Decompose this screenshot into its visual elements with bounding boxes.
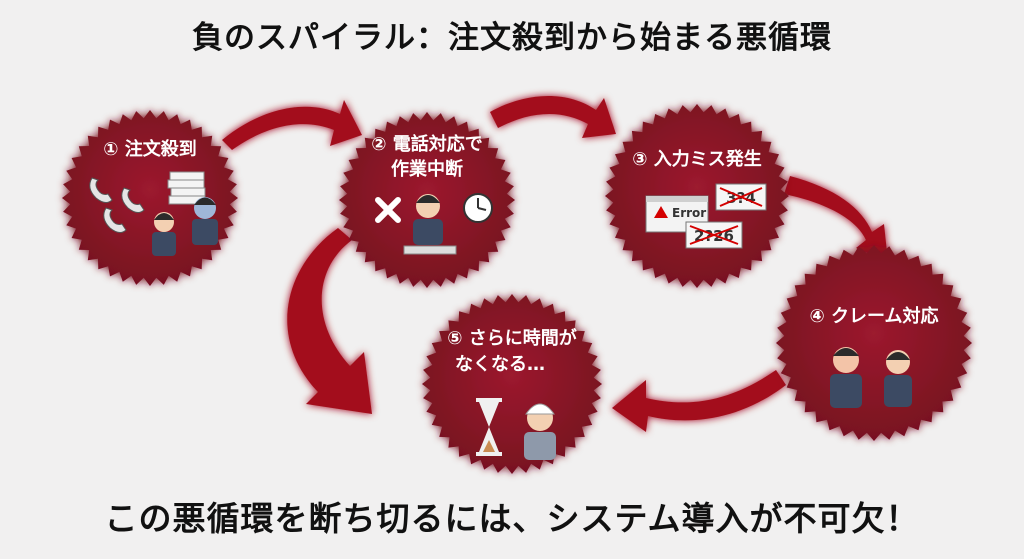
- worried-worker-icon: [152, 197, 218, 256]
- arrow-2-to-3: [490, 96, 616, 138]
- arrow-1-to-2: [222, 100, 362, 150]
- step-1-label: ① 注文殺到: [103, 138, 197, 160]
- apologizing-staff-icon: [884, 350, 912, 407]
- phone-icon: [89, 177, 145, 234]
- clock-icon: [463, 193, 493, 223]
- operator-icon: [403, 194, 457, 255]
- step-2-badge: ② 電話対応で 作業中断: [339, 112, 515, 288]
- construction-worker-icon: [524, 403, 556, 460]
- wrong-number-1: 3?4: [715, 183, 767, 211]
- step-2-label-line1: ② 電話対応で: [371, 133, 483, 155]
- step-4-badge: ④ クレーム対応: [776, 245, 972, 441]
- arrow-4-to-5: [612, 370, 786, 432]
- error-text: Error: [672, 206, 706, 220]
- step-3-badge: ③ 入力ミス発生 Error 3?4 2?26: [605, 104, 789, 288]
- step-4-label: ④ クレーム対応: [810, 305, 939, 327]
- cross-icon: [375, 197, 401, 223]
- step-2-label-line2: 作業中断: [391, 158, 463, 180]
- step-5-badge: ⑤ さらに時間が なくなる…: [422, 294, 602, 474]
- flow-arrows: [222, 96, 888, 432]
- step-3-label: ③ 入力ミス発生: [632, 148, 762, 170]
- wrong-number-2: 2?26: [685, 221, 743, 249]
- angry-customer-icon: [830, 347, 862, 408]
- step-5-label-line2: なくなる…: [455, 354, 545, 375]
- hourglass-icon: [476, 398, 502, 456]
- arrow-2-to-5: [287, 228, 372, 414]
- step-1-badge: ① 注文殺到: [62, 110, 238, 286]
- page-title: 負のスパイラル：注文殺到から始まる悪循環: [192, 20, 832, 56]
- conclusion-text: この悪循環を断ち切るには、システム導入が不可欠！: [104, 499, 920, 538]
- arrow-3-to-4: [784, 176, 888, 262]
- step-5-label-line1: ⑤ さらに時間が: [447, 327, 577, 349]
